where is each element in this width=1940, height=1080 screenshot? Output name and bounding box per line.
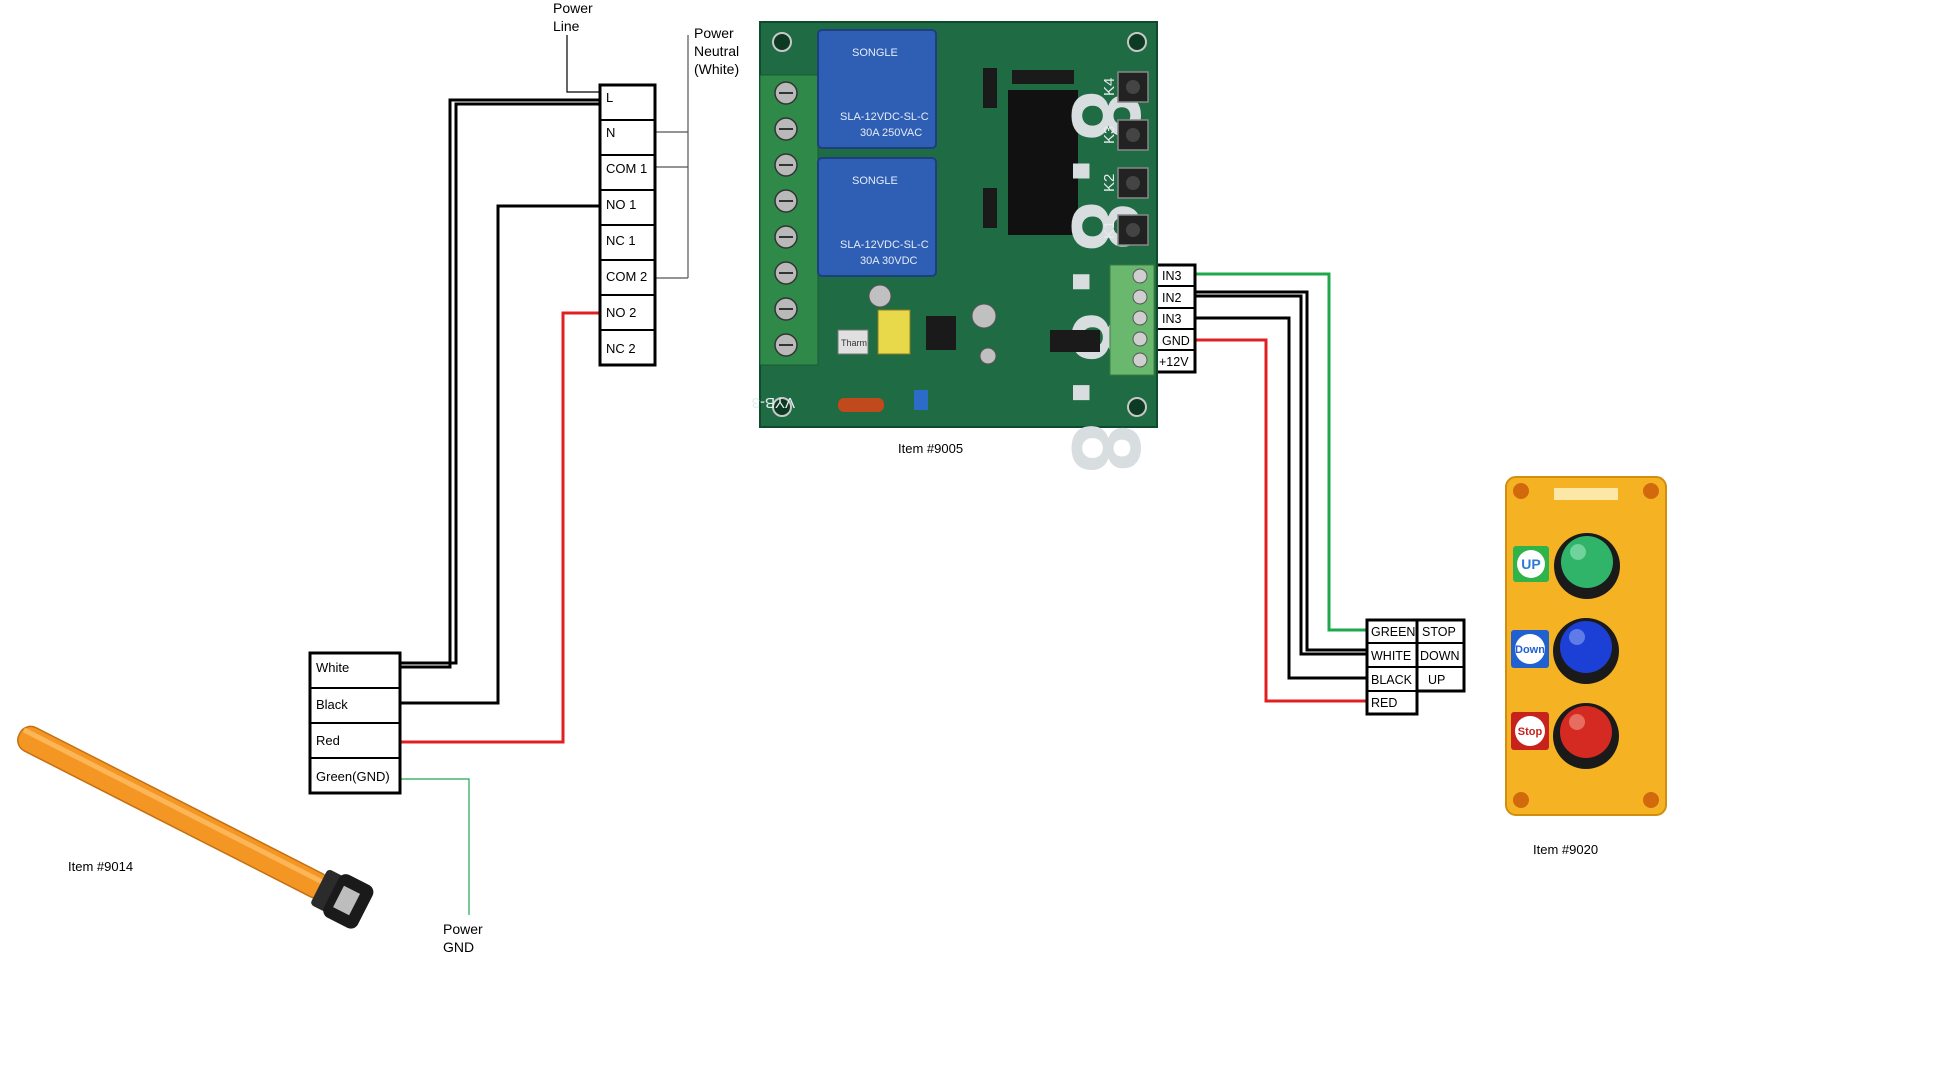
motor-white-wire-inner (400, 102, 603, 665)
motor-red-wire (400, 311, 603, 744)
motor-item-label: Item #9014 (68, 859, 133, 874)
relay-board: SONGLE SLA-12VDC-SL-C 30A 250VAC SONGLE … (752, 21, 1158, 476)
relay-terminal-nc1: NC 1 (606, 233, 636, 248)
motor-white-wire (400, 98, 603, 669)
white-signal-wire-inner (1195, 294, 1367, 656)
switch-box: UP Down Stop (1505, 476, 1667, 816)
power-line-wire (566, 35, 603, 93)
relay-terminal-no2: NO 2 (606, 305, 636, 320)
relay-terminal-no1: NO 1 (606, 197, 636, 212)
relay-terminal-block: L N COM 1 NO 1 NC 1 COM 2 NO 2 NC 2 (598, 83, 657, 367)
motor-terminal-green: Green(GND) (316, 769, 390, 784)
switch-wire-red: RED (1371, 696, 1397, 710)
switch-wire-black: BLACK (1371, 673, 1413, 687)
power-line-label: Power Line (553, 0, 593, 34)
relay-terminal-com1: COM 1 (606, 161, 647, 176)
red-signal-wire (1195, 338, 1367, 703)
switch-up-label: UP (1521, 556, 1540, 572)
relay-1: SONGLE SLA-12VDC-SL-C 30A 250VAC (817, 29, 937, 149)
switch-function-down: DOWN (1420, 649, 1460, 663)
board-input-gnd: GND (1162, 334, 1190, 348)
relay-terminal-n: N (606, 125, 615, 140)
tubular-motor (17, 725, 374, 929)
power-line-label-2: Line (553, 18, 580, 34)
switch-box-item-label: Item #9020 (1533, 842, 1598, 857)
relay-board-item-label: Item #9005 (898, 441, 963, 456)
relay-2-brand: SONGLE (852, 175, 898, 187)
relay-1-rating: 30A 250VAC (860, 127, 922, 139)
capacitor-label: Tharm (841, 338, 867, 348)
board-silkscreen: VYB-3 (752, 394, 795, 411)
board-input-in2: IN2 (1162, 291, 1182, 305)
power-neutral-label-3: (White) (694, 61, 739, 77)
switch-wire-white: WHITE (1371, 649, 1411, 663)
power-neutral-label-2: Neutral (694, 43, 739, 59)
relay-2-rating: 30A 30VDC (860, 255, 918, 267)
wires (400, 35, 1367, 915)
relay-2-model: SLA-12VDC-SL-C (840, 239, 929, 251)
key-label-k2: K2 (1101, 174, 1118, 192)
power-gnd-label-1: Power (443, 921, 483, 937)
motor-terminal-white: White (316, 660, 349, 675)
power-line-label-1: Power (553, 0, 593, 16)
key-label-k4: K4 (1101, 78, 1118, 96)
black-signal-wire (1195, 316, 1367, 680)
relay-terminal-com2: COM 2 (606, 269, 647, 284)
board-input-12v: +12V (1159, 355, 1189, 369)
motor-black-wire (400, 204, 603, 705)
switch-down-label: Down (1515, 644, 1545, 656)
board-input-in3-b: IN3 (1162, 312, 1182, 326)
motor-terminal-black: Black (316, 697, 348, 712)
input-screw-terminals (1109, 264, 1155, 376)
relay-1-model: SLA-12VDC-SL-C (840, 111, 929, 123)
relay-1-brand: SONGLE (852, 47, 898, 59)
motor-green-wire (400, 778, 470, 915)
neutral-bracket-wire (656, 35, 689, 279)
motor-terminal-red: Red (316, 733, 340, 748)
power-gnd-label: Power GND (443, 921, 483, 955)
power-neutral-label: Power Neutral (White) (694, 25, 739, 77)
motor-terminal-block: White Black Red Green(GND) (308, 651, 402, 795)
switch-wire-block: GREEN WHITE BLACK RED STOP DOWN UP (1365, 618, 1466, 716)
switch-wire-green: GREEN (1371, 625, 1415, 639)
key-label-k3: K3 (1101, 126, 1118, 144)
power-neutral-label-1: Power (694, 25, 734, 41)
relay-terminal-nc2: NC 2 (606, 341, 636, 356)
white-signal-wire (1195, 290, 1367, 652)
board-input-block: IN3 IN2 IN3 GND +12V (1154, 263, 1197, 374)
switch-function-up: UP (1428, 673, 1445, 687)
power-gnd-label-2: GND (443, 939, 474, 955)
switch-stop-label: Stop (1518, 726, 1543, 738)
key-label-k1: K1 (1101, 221, 1118, 239)
switch-function-stop: STOP (1422, 625, 1456, 639)
output-screw-terminals (759, 74, 819, 366)
board-input-in3-a: IN3 (1162, 269, 1182, 283)
relay-terminal-l: L (606, 90, 613, 105)
green-signal-wire (1195, 272, 1367, 632)
board-push-buttons: K4 K3 K2 K1 (1101, 71, 1149, 246)
relay-2: SONGLE SLA-12VDC-SL-C 30A 30VDC (817, 157, 937, 277)
